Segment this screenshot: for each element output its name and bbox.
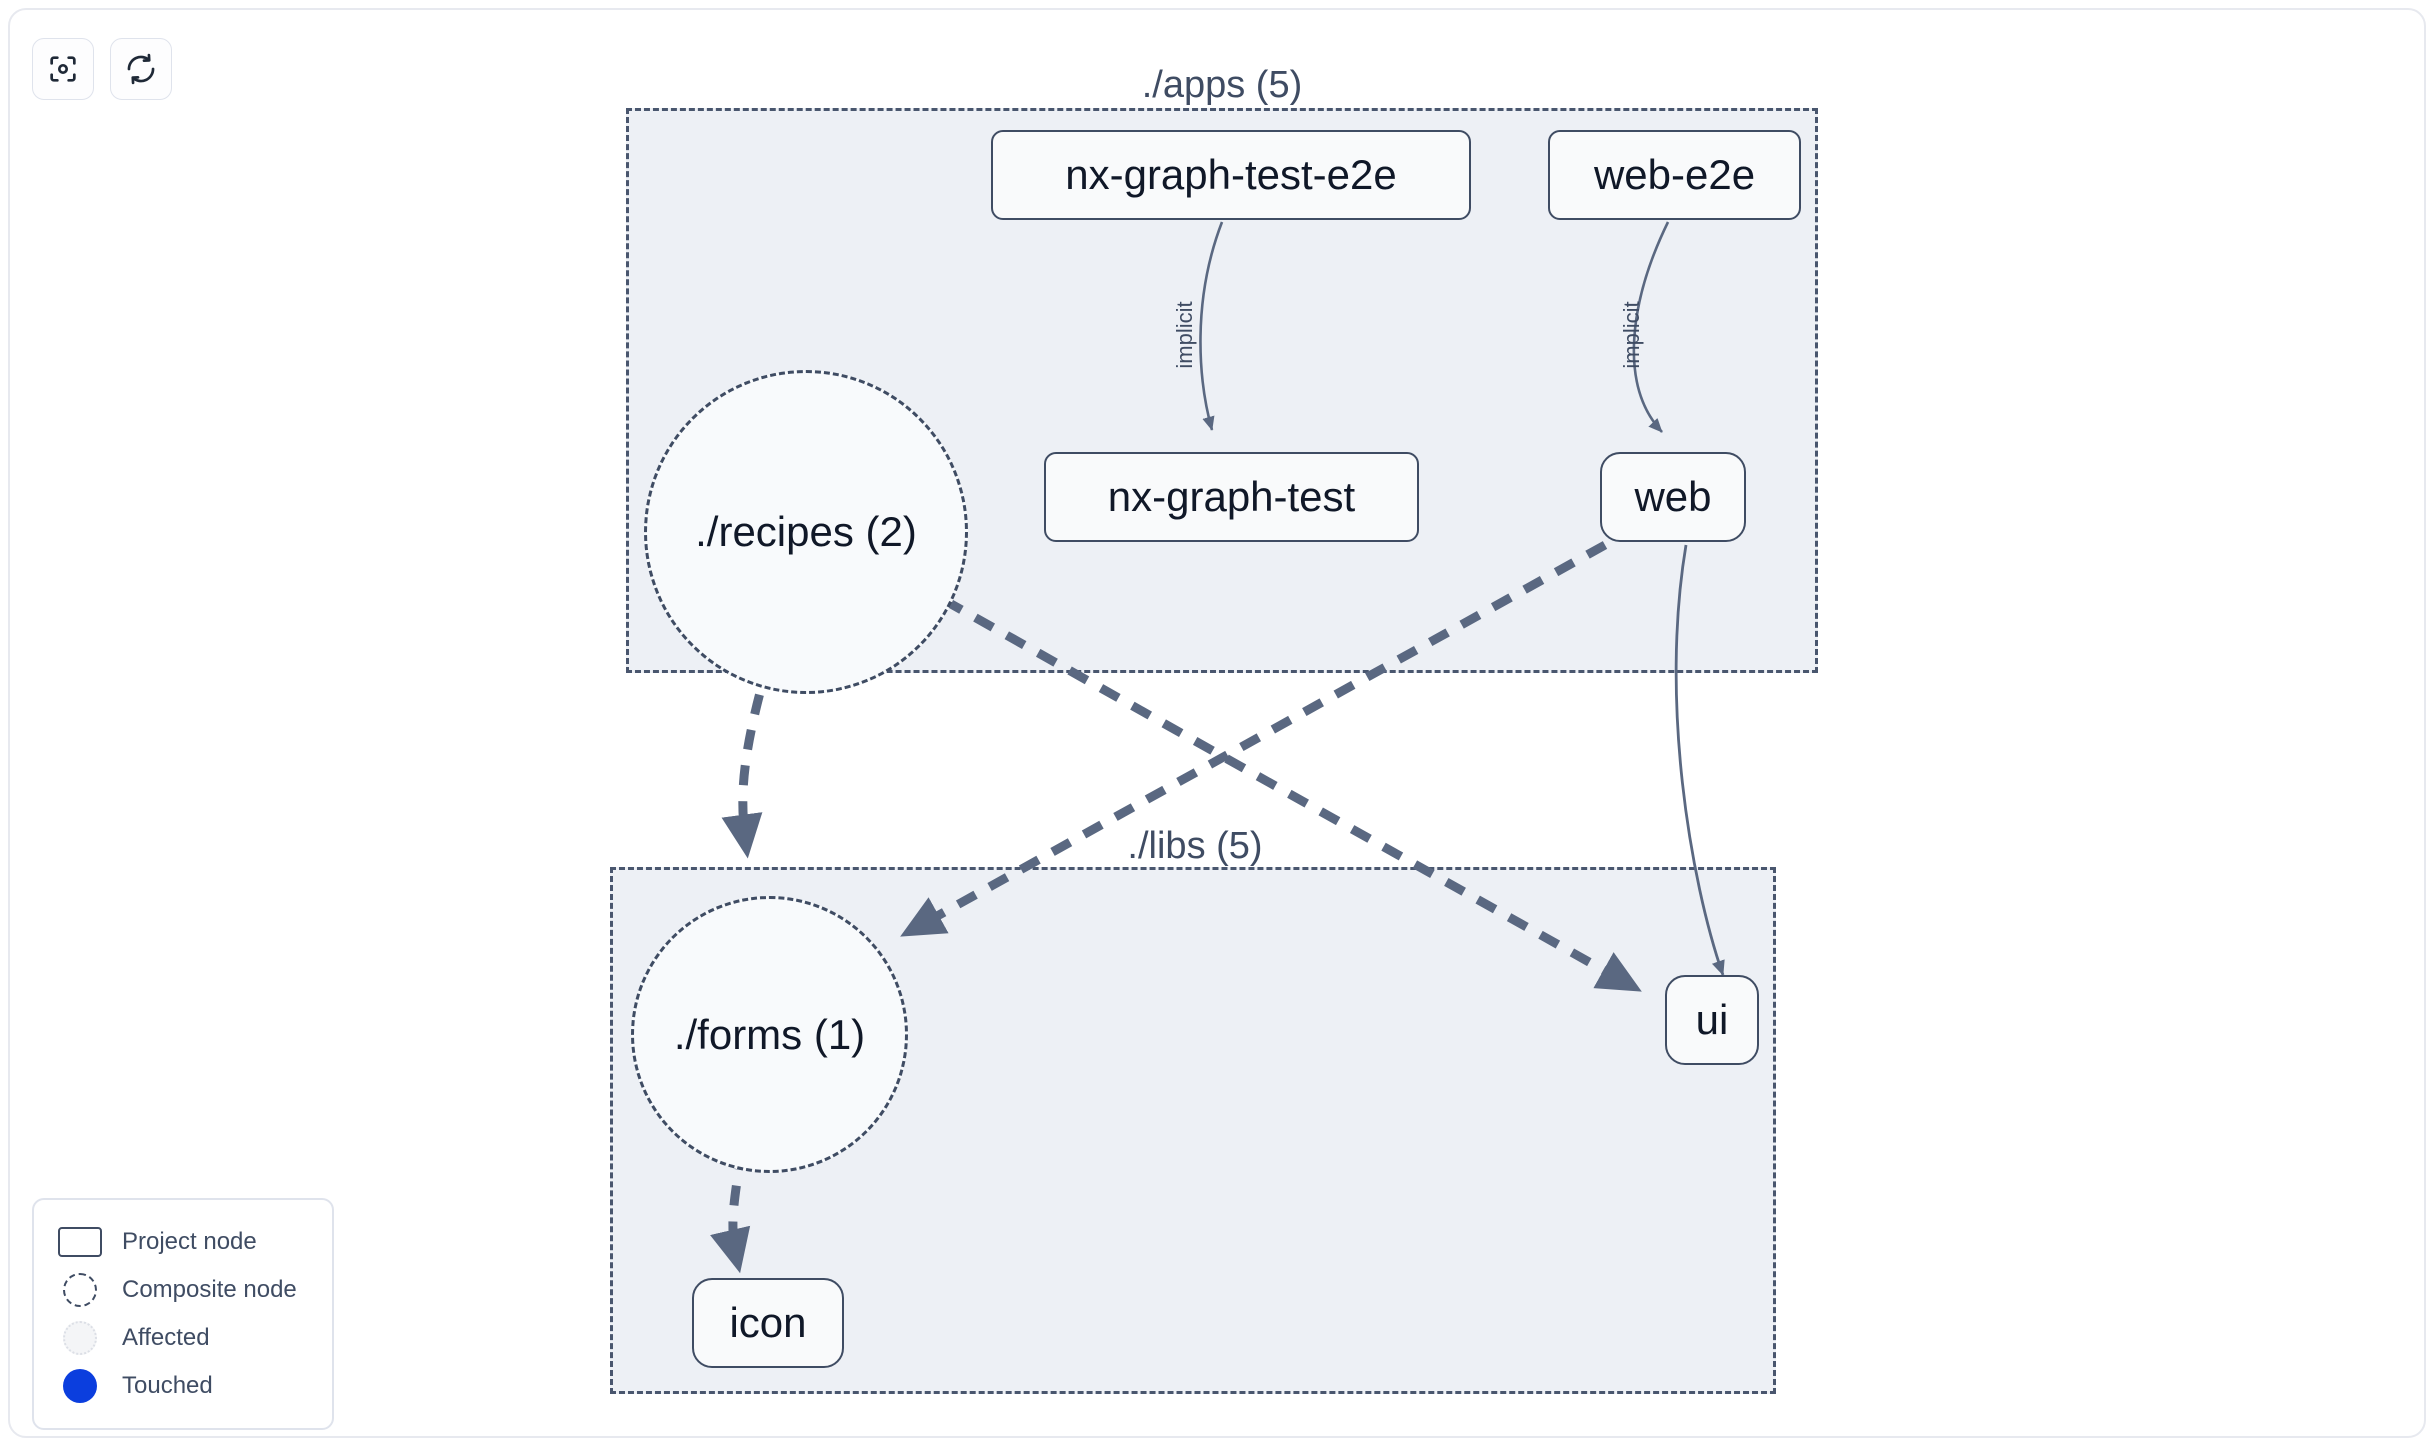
legend-item-composite-node-label: Composite node (122, 1276, 297, 1303)
legend-item-composite-node: Composite node (56, 1266, 310, 1314)
focus-graph-button[interactable] (32, 38, 94, 100)
edge-label-implicit-web: implicit (1619, 301, 1644, 369)
project-node-nx-graph-test[interactable]: nx-graph-test (1044, 452, 1419, 542)
project-node-nx-graph-test-e2e[interactable]: nx-graph-test-e2e (991, 130, 1471, 220)
legend-item-project-node-label: Project node (122, 1228, 257, 1255)
composite-node-swatch (56, 1273, 104, 1307)
project-node-web-label: web (1634, 473, 1712, 520)
project-node-icon-label: icon (729, 1299, 807, 1346)
project-node-ui-label: ui (1695, 996, 1729, 1043)
affected-swatch (56, 1321, 104, 1355)
project-node-swatch (56, 1227, 104, 1257)
group-label-libs: ./libs (5) (1117, 827, 1273, 865)
touched-swatch (56, 1369, 104, 1403)
project-node-nx-graph-test-label: nx-graph-test (1107, 473, 1356, 520)
project-node-nx-graph-test-e2e-label: nx-graph-test-e2e (1065, 151, 1397, 198)
project-node-web[interactable]: web (1600, 452, 1746, 542)
project-node-ui[interactable]: ui (1665, 975, 1759, 1065)
viewfinder-icon (46, 52, 80, 86)
composite-node-recipes[interactable]: ./recipes (2) (644, 370, 968, 694)
graph-toolbar (32, 38, 172, 100)
project-node-web-e2e[interactable]: web-e2e (1548, 130, 1801, 220)
composite-node-forms[interactable]: ./forms (1) (631, 896, 908, 1173)
composite-node-recipes-label: ./recipes (2) (695, 508, 917, 555)
legend-item-touched-label: Touched (122, 1372, 213, 1399)
group-label-apps: ./apps (5) (1131, 66, 1313, 104)
project-node-icon[interactable]: icon (692, 1278, 844, 1368)
legend-item-project-node: Project node (56, 1218, 310, 1266)
legend-item-affected-label: Affected (122, 1324, 210, 1351)
legend-item-affected: Affected (56, 1314, 310, 1362)
graph-legend: Project node Composite node Affected Tou… (32, 1198, 334, 1430)
project-node-web-e2e-label: web-e2e (1593, 151, 1756, 198)
refresh-icon (124, 52, 158, 86)
legend-item-touched: Touched (56, 1362, 310, 1410)
refresh-graph-button[interactable] (110, 38, 172, 100)
composite-node-forms-label: ./forms (1) (673, 1010, 866, 1058)
edge-label-implicit-nx-graph-test: implicit (1172, 301, 1197, 369)
